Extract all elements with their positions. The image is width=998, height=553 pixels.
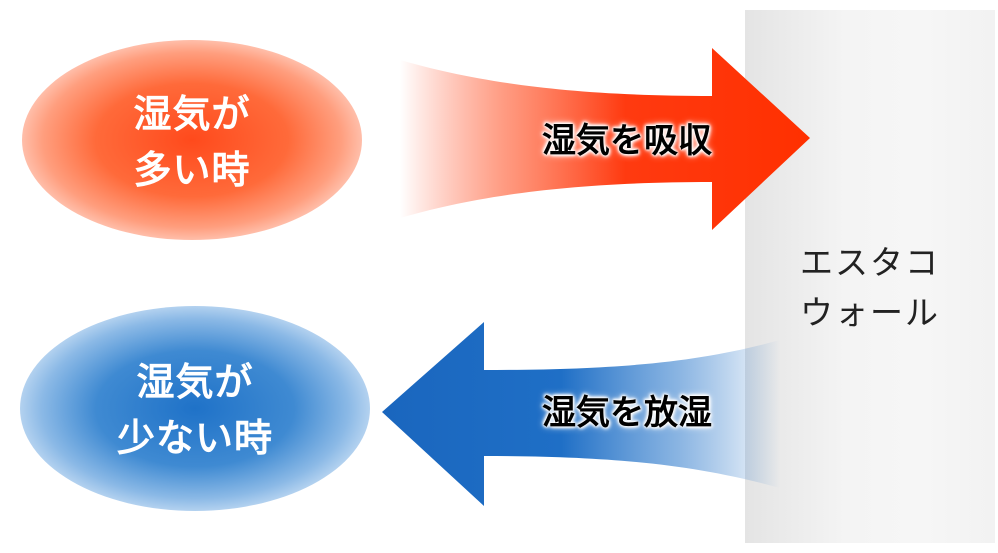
- low-humidity-blob: [20, 306, 370, 511]
- wall-panel: [745, 10, 995, 543]
- wall-label: エスタコ ウォール: [745, 238, 995, 338]
- release-arrow: [382, 322, 780, 506]
- absorb-arrow: [400, 48, 810, 230]
- high-humidity-blob: [22, 40, 362, 240]
- high-humidity-line2: 多い時: [133, 148, 251, 192]
- low-humidity-line1: 湿気が: [136, 360, 254, 404]
- high-humidity-label: 湿気が 多い時: [22, 86, 362, 198]
- high-humidity-line1: 湿気が: [133, 92, 251, 136]
- low-humidity-label: 湿気が 少ない時: [20, 354, 370, 466]
- release-arrow-label: 湿気を放湿: [542, 393, 712, 433]
- wall-label-line1: エスタコ: [800, 243, 940, 282]
- wall-label-line2: ウォール: [800, 293, 940, 332]
- low-humidity-line2: 少ない時: [116, 416, 273, 460]
- absorb-arrow-label: 湿気を吸収: [542, 121, 712, 161]
